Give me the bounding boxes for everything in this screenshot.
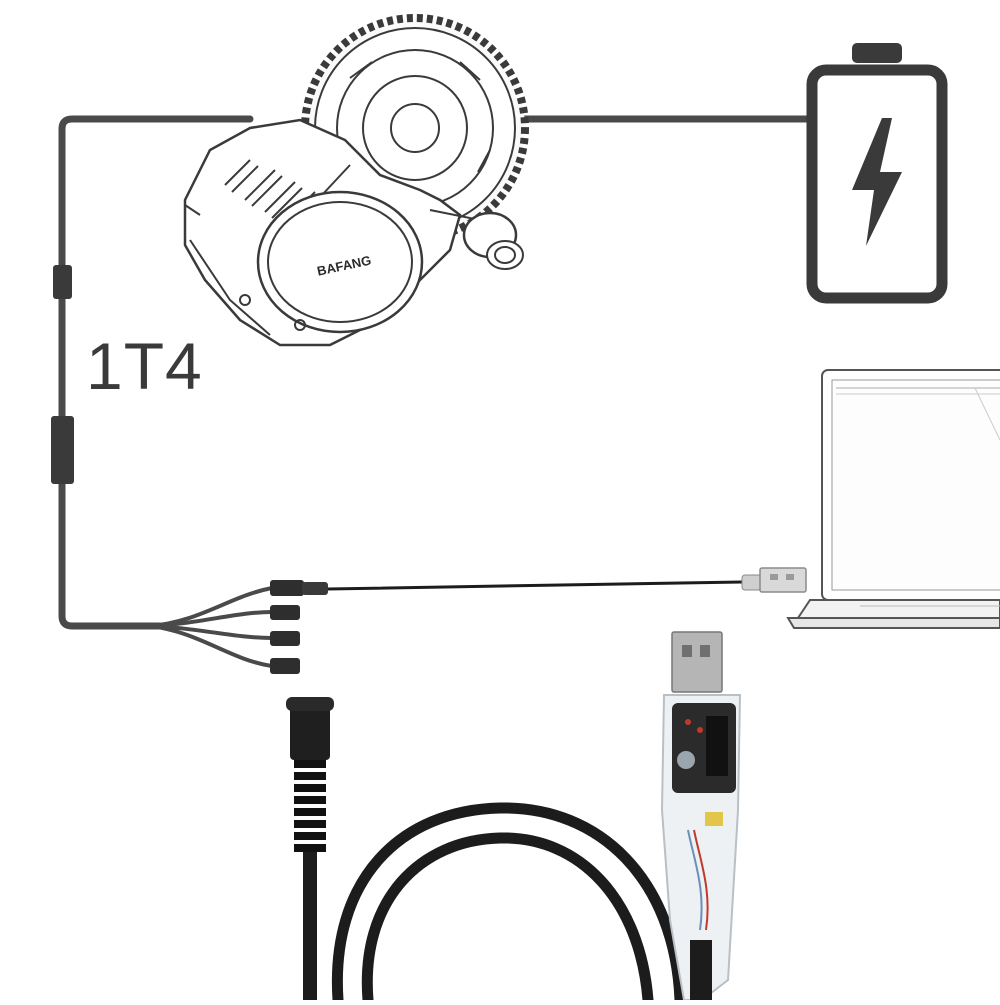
battery-icon — [806, 43, 948, 304]
harness-connector-upper — [53, 265, 72, 299]
mid-drive-motor-icon — [183, 14, 529, 347]
harness-connector-lower — [51, 416, 74, 484]
wiring-harness — [58, 115, 812, 630]
usb-programming-cable-icon — [660, 631, 742, 1001]
female-connector-icon — [286, 697, 334, 1000]
splitter-plugs — [270, 580, 304, 674]
cable-label-1t4: 1T4 — [86, 329, 203, 403]
usb-plug-small — [741, 567, 807, 593]
laptop-icon — [786, 369, 1000, 629]
splitter-branches — [148, 586, 274, 668]
coiled-cable — [331, 802, 686, 1005]
programming-lead — [302, 567, 807, 595]
